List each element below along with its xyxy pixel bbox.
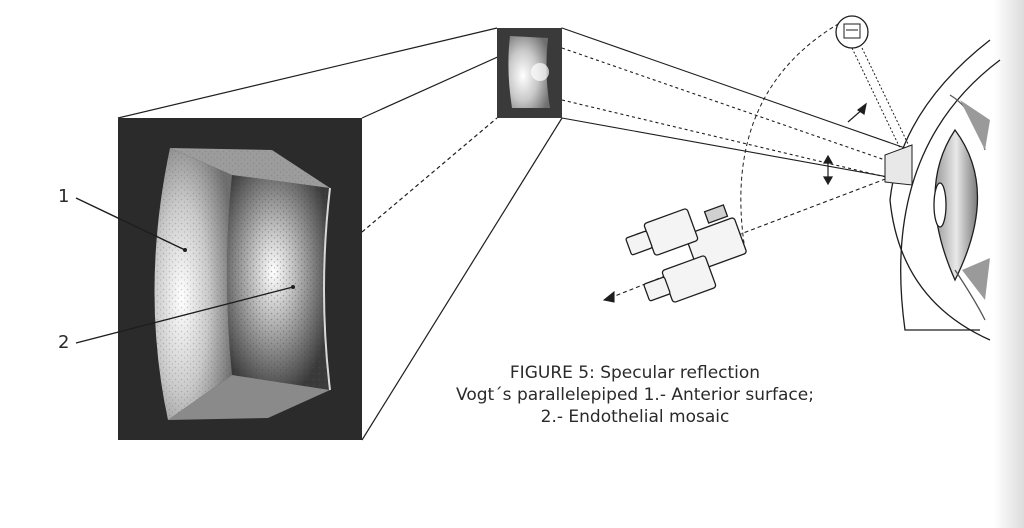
page-edge-shadow <box>994 0 1024 528</box>
motion-arrows <box>822 102 867 186</box>
small-parallelepiped-box <box>497 28 562 118</box>
caption-line-3: 2.- Endothelial mosaic <box>540 407 730 427</box>
label-2: 2 <box>58 332 70 353</box>
figure-caption: FIGURE 5: Specular reflection Vogt´s par… <box>430 362 840 428</box>
eye-cross-section-icon <box>884 39 1001 341</box>
light-source-icon <box>835 15 911 149</box>
label-1: 1 <box>58 186 70 207</box>
rotation-arc <box>740 19 846 251</box>
label-leaders <box>75 197 294 344</box>
projection-lines <box>117 27 563 441</box>
caption-line-1: FIGURE 5: Specular reflection <box>509 363 761 383</box>
magnified-parallelepiped-panel <box>118 118 362 440</box>
caption-line-2: Vogt´s parallelepiped 1.- Anterior surfa… <box>456 385 814 405</box>
microscope-eyepiece-icon <box>625 204 747 303</box>
beam-lines <box>561 27 906 303</box>
